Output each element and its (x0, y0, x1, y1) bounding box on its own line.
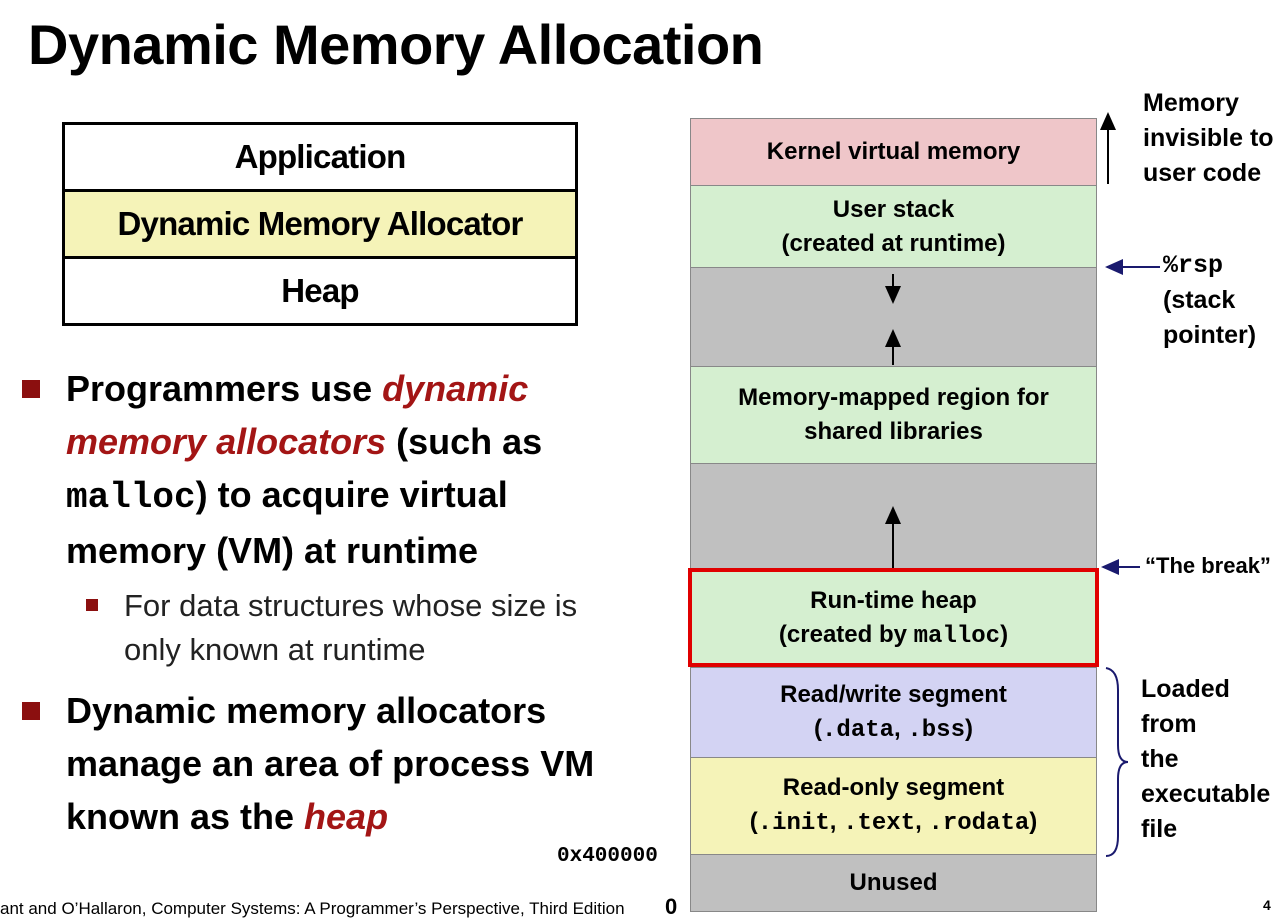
code-init: .init (757, 810, 830, 837)
subbullet-data-structures: For data structures whose size is only k… (86, 584, 606, 674)
allocator-layer: Dynamic Memory Allocator (65, 189, 575, 256)
annotation-line: invisible to (1143, 124, 1274, 152)
subbullet-marker (86, 599, 98, 611)
bullet-programmers: Programmers use dynamic memory allocator… (22, 362, 612, 577)
address-0x400000: 0x400000 (557, 845, 658, 868)
page-number: 4 (1263, 897, 1271, 913)
region-rw-segment: Read/write segment (.data, .bss) (690, 667, 1097, 757)
annotation-line: executable (1141, 780, 1271, 808)
code-rodata: .rodata (928, 810, 1030, 837)
region-kernel-label: Kernel virtual memory (766, 138, 1021, 165)
region-label-line2: shared libraries (804, 418, 983, 445)
code-bss: .bss (907, 716, 965, 744)
footer-citation: ant and O’Hallaron, Computer Systems: A … (0, 899, 625, 918)
allocator-stack-diagram: Application Dynamic Memory Allocator Hea… (62, 122, 578, 326)
bullet-allocators-manage: Dynamic memory allocators manage an area… (22, 684, 612, 844)
loaded-brace (1105, 667, 1129, 857)
region-label-line2: (created by malloc) (779, 618, 1008, 654)
annotation-line: Loaded (1141, 675, 1230, 703)
region-label-line1: Read-only segment (782, 774, 1005, 801)
separator: , (894, 714, 908, 742)
rsp-register: %rsp (1163, 251, 1224, 280)
heap-layer: Heap (65, 256, 575, 323)
region-label-line1: Read/write segment (780, 680, 1007, 708)
annotation-invisible: Memory invisible to user code (1143, 86, 1274, 191)
region-label-line2: (.init, .text, .rodata) (749, 808, 1038, 837)
heap-label-post: ) (1000, 621, 1009, 648)
annotation-line: the (1141, 745, 1179, 773)
annotation-line: (stack (1163, 286, 1236, 314)
code-malloc: malloc (66, 477, 196, 518)
annotation-line: Memory (1143, 89, 1239, 117)
bullet-marker (22, 380, 40, 398)
bullet-text-pre: Dynamic memory allocators manage an area… (66, 690, 595, 837)
bullet-text: Dynamic memory allocators manage an area… (66, 684, 626, 843)
region-mmap: Memory-mapped region for shared librarie… (690, 366, 1097, 463)
bullet-text: Programmers use dynamic memory allocator… (66, 362, 626, 577)
region-heap: Run-time heap (created by malloc) (690, 570, 1097, 667)
code-data: .data (822, 716, 895, 744)
region-label-line1: User stack (832, 195, 955, 223)
region-ro-segment: Read-only segment (.init, .text, .rodata… (690, 757, 1097, 854)
region-unused-label: Unused (849, 869, 938, 896)
address-zero: 0 (665, 894, 678, 919)
bullet-emphasis: heap (304, 796, 389, 837)
region-label-line2: (.data, .bss) (814, 714, 973, 744)
region-user-stack: User stack (created at runtime) (690, 185, 1097, 267)
annotation-line: from (1141, 710, 1197, 738)
heap-label-pre: (created by (778, 621, 914, 648)
region-label-line2: (created at runtime) (781, 229, 1006, 257)
region-unused: Unused (690, 854, 1097, 912)
application-layer: Application (234, 138, 407, 175)
region-label-line1: Memory-mapped region for (738, 384, 1049, 411)
code-malloc: malloc (913, 623, 1001, 650)
bullet-text-mid: (such as (386, 421, 543, 462)
annotation-line: user code (1143, 159, 1262, 187)
annotation-rsp: %rsp (stack pointer) (1163, 248, 1256, 353)
code-text: .text (843, 810, 916, 837)
annotation-line: pointer) (1163, 321, 1257, 349)
annotation-loaded: Loaded from the executable file (1141, 672, 1270, 847)
annotation-line: file (1141, 815, 1178, 843)
annotation-break: “The break” (1145, 553, 1271, 578)
bullet-marker (22, 702, 40, 720)
bullet-emphasis: dynamic memory allocators (66, 368, 529, 462)
subbullet-text: For data structures whose size is only k… (124, 588, 578, 667)
region-label-line1: Run-time heap (810, 587, 977, 614)
region-kernel: Kernel virtual memory (690, 118, 1097, 185)
heap-highlight-outline (688, 568, 1099, 667)
bullet-text-post: ) to acquire virtual memory (VM) at runt… (66, 474, 508, 571)
slide-title: Dynamic Memory Allocation (28, 13, 764, 76)
bullet-text-pre: Programmers use (66, 368, 383, 409)
